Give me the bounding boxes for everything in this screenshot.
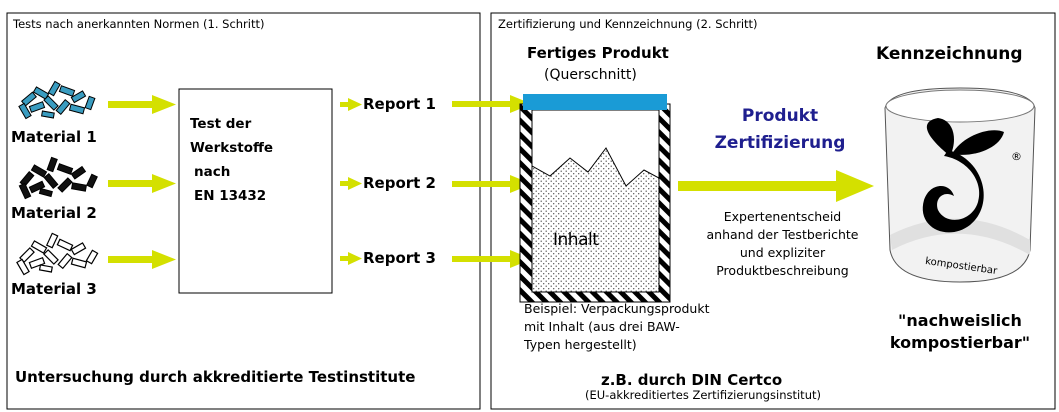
decision-line-3: und expliziter	[739, 245, 826, 260]
decision-line-2: anhand der Testberichte	[706, 227, 859, 242]
content-label: Inhalt	[553, 230, 599, 250]
product-title: Fertiges Produkt	[527, 44, 669, 62]
claim-line-2: kompostierbar"	[889, 333, 1031, 352]
report-arrows	[340, 98, 362, 265]
certifier-label: z.B. durch DIN Certco	[601, 371, 783, 389]
test-line-4: EN 13432	[194, 188, 267, 204]
material-3-pieces-icon	[16, 232, 99, 276]
material-arrows	[108, 95, 176, 269]
material-2-label: Material 2	[11, 204, 97, 222]
example-line-2: mit Inhalt (aus drei BAW-	[524, 319, 680, 334]
registered-mark: ®	[1011, 150, 1022, 163]
product-cover	[523, 94, 667, 110]
example-line-3: Typen hergestellt)	[524, 337, 637, 352]
claim-line-1: "nachweislich	[898, 311, 1022, 330]
step1-footer: Untersuchung durch akkreditierte Testins…	[15, 368, 416, 386]
material-3-label: Material 3	[11, 280, 97, 298]
report-1-label: Report 1	[363, 95, 436, 113]
example-line-1: Beispiel: Verpackungsprodukt	[524, 301, 710, 316]
certifier-subtitle: (EU-akkreditiertes Zertifizierungsinstit…	[585, 388, 821, 402]
certification-line-1: Produkt	[741, 106, 819, 126]
step2-title: Zertifizierung und Kennzeichnung (2. Sch…	[498, 17, 758, 31]
product-content-fill	[531, 147, 660, 293]
material-2-pieces-icon	[18, 156, 98, 200]
label-title: Kennzeichnung	[876, 44, 1023, 64]
certification-arrow	[678, 170, 874, 202]
decision-line-1: Expertenentscheid	[723, 209, 842, 224]
product-cross-section	[519, 94, 671, 303]
test-line-2: Werkstoffe	[190, 140, 274, 156]
material-1-pieces-icon	[18, 80, 96, 120]
test-line-1: Test der	[190, 116, 252, 132]
decision-line-4: Produktbeschreibung	[716, 263, 849, 278]
report-3-label: Report 3	[363, 249, 436, 267]
product-subtitle: (Querschnitt)	[544, 67, 637, 83]
material-1-label: Material 1	[11, 128, 97, 146]
report-2-label: Report 2	[363, 174, 436, 192]
step1-title: Tests nach anerkannten Normen (1. Schrit…	[13, 17, 265, 31]
certification-line-2: Zertifizierung	[714, 133, 846, 153]
kompostierbar-logo-icon	[884, 87, 1036, 283]
test-box	[178, 88, 333, 294]
test-line-3: nach	[194, 164, 231, 180]
